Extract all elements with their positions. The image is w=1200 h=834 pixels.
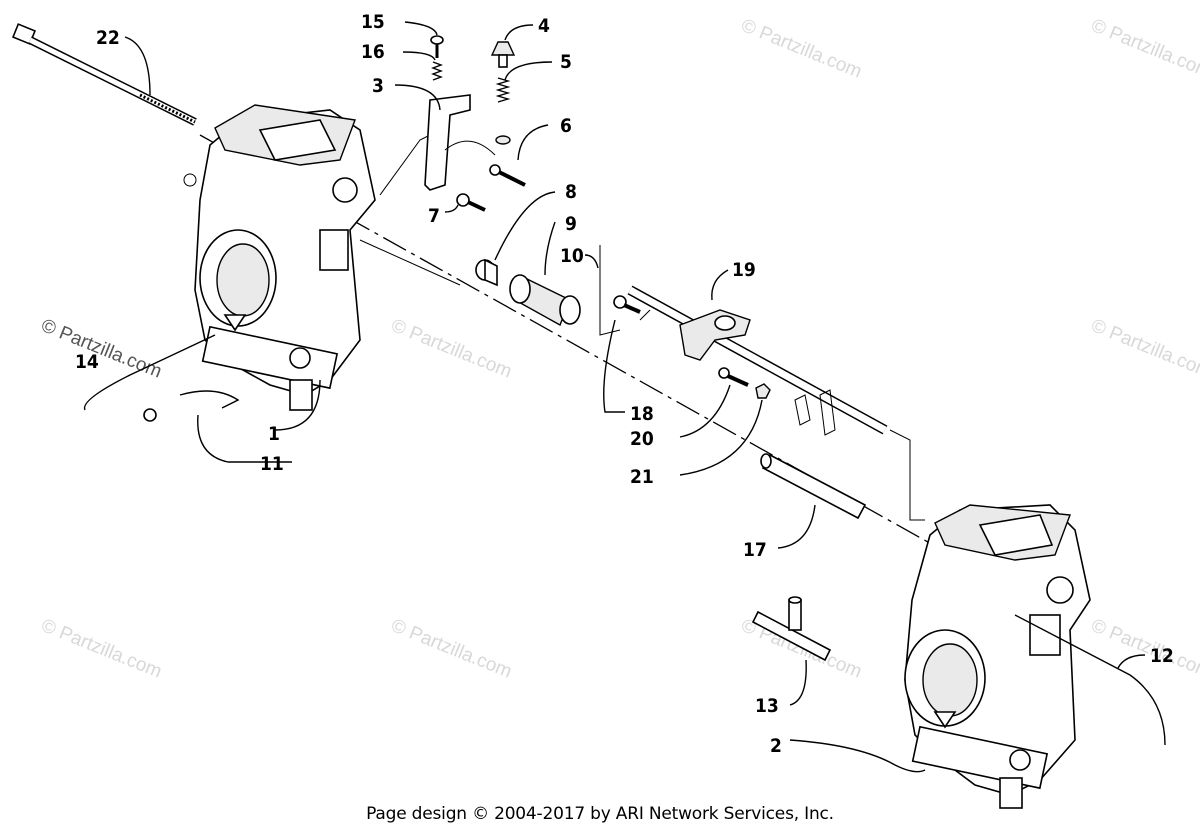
callout-16: 16 (361, 41, 385, 63)
leader-lines (124, 21, 1146, 773)
callout-1: 1 (268, 423, 280, 445)
callout-15: 15 (361, 11, 385, 33)
screw-18[interactable] (613, 295, 641, 314)
bolt-22[interactable] (11, 23, 197, 126)
washer-6[interactable] (489, 135, 526, 187)
vent-hose-12[interactable] (1014, 614, 1166, 746)
callout-8: 8 (565, 181, 577, 203)
screw-20[interactable] (718, 367, 749, 387)
spring-5[interactable] (495, 77, 511, 103)
callout-2: 2 (770, 735, 782, 757)
callout-3: 3 (372, 75, 384, 97)
callout-5: 5 (560, 51, 572, 73)
tube-17[interactable] (760, 453, 867, 520)
callout-7: 7 (428, 205, 440, 227)
spring-16[interactable] (431, 61, 443, 81)
watermark: © Partzilla.com (1088, 615, 1200, 682)
carburetor-2[interactable] (904, 504, 1091, 809)
bracket-3[interactable] (424, 94, 496, 191)
callout-22: 22 (96, 27, 120, 49)
watermark: © Partzilla.com (38, 615, 165, 682)
bushing-9[interactable] (509, 274, 581, 326)
nut-21[interactable] (755, 383, 771, 399)
callout-21: 21 (630, 466, 654, 488)
callout-12: 12 (1150, 645, 1174, 667)
callout-13: 13 (755, 695, 779, 717)
tee-fitting-13[interactable] (751, 596, 832, 662)
callout-9: 9 (565, 213, 577, 235)
callout-10: 10 (560, 245, 584, 267)
watermark: © Partzilla.com (38, 315, 165, 382)
callouts: 1 2 3 4 5 6 7 8 9 10 11 12 13 14 15 16 1… (75, 11, 1174, 757)
watermark: © Partzilla.com (388, 615, 515, 682)
carburetor-1[interactable] (183, 104, 376, 411)
vent-hose-14[interactable] (83, 334, 216, 411)
watermark: © Partzilla.com (388, 315, 515, 382)
callout-14: 14 (75, 351, 99, 373)
footer-copyright: Page design © 2004-2017 by ARI Network S… (366, 804, 834, 824)
clip-11[interactable] (143, 390, 240, 422)
watermark: © Partzilla.com (738, 15, 865, 82)
callout-11: 11 (260, 453, 284, 475)
bushing-8[interactable] (475, 258, 498, 287)
callout-17: 17 (743, 539, 767, 561)
watermark: © Partzilla.com (1088, 15, 1200, 82)
callout-4: 4 (538, 15, 550, 37)
callout-18: 18 (630, 403, 654, 425)
screw-15[interactable] (430, 35, 444, 58)
callout-19: 19 (732, 259, 756, 281)
screw-7[interactable] (456, 193, 486, 212)
callout-6: 6 (560, 115, 572, 137)
callout-20: 20 (630, 428, 654, 450)
adjuster-knob-4[interactable] (490, 41, 516, 68)
throttle-shaft-19[interactable] (627, 285, 888, 436)
watermark: © Partzilla.com (1088, 315, 1200, 382)
